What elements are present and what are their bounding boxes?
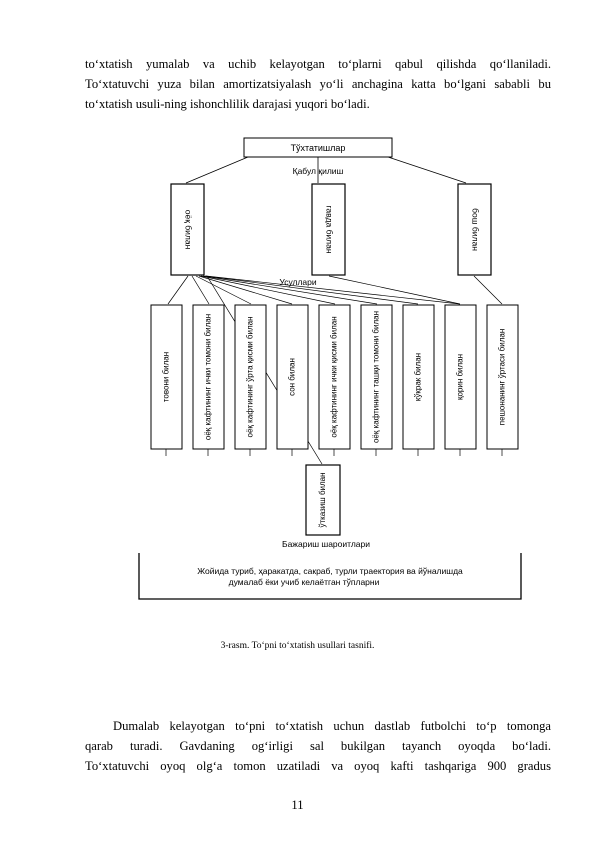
root-connectors [185, 156, 467, 184]
method-label: пешонанинг ўртаси билан [498, 329, 507, 426]
method-label: оёқ кафтининг ўрта қисми билан [246, 317, 255, 438]
text-line: qarab turadi. Gavdaning og‘irligi sal bu… [85, 739, 551, 753]
conditions-box [138, 553, 522, 600]
root-label: Тўхтатишлар [291, 143, 346, 153]
acceptance-label: Қабул қилиш [293, 166, 344, 176]
acceptance-label-foot: оёқ билан [183, 210, 193, 250]
method-box [486, 304, 519, 450]
extra-method-label: ўтказиш билан [318, 472, 327, 527]
acceptance-methods: оёқ билан гавда билан бош билан [170, 183, 492, 276]
method-label: сон билан [288, 358, 297, 396]
acceptance-box-foot [170, 183, 205, 276]
text-line: to‘xtatish yumalab va uchib kelayotgan t… [85, 57, 551, 71]
text-line: To‘xtatuvchi oyoq olg‘a tomon uzatiladi … [85, 759, 551, 773]
method-box [318, 304, 351, 450]
method-label: оёқ кафтининг ташқи томони билан [372, 311, 381, 443]
method-box [360, 304, 393, 450]
text-line: to‘xtatish usuli-ning ishonchlilik daraj… [85, 97, 370, 111]
top-paragraph: to‘xtatish yumalab va uchib kelayotgan t… [85, 54, 551, 114]
method-box [402, 304, 435, 450]
acceptance-box-body [311, 183, 346, 276]
method-box [234, 304, 267, 450]
conditions-text-line1: Жойида туриб, ҳаракатда, сакраб, турли т… [197, 566, 463, 576]
method-label: оёқ кафтининг ички қисми билан [330, 316, 339, 437]
method-label: қорин билан [456, 354, 465, 400]
method-box [444, 304, 477, 450]
method-stubs [165, 449, 503, 456]
method-label: товони билан [162, 352, 171, 402]
text-line: Dumalab kelayotgan to‘pni to‘xtatish uch… [113, 719, 551, 733]
acceptance-label-head: бош билан [470, 208, 480, 251]
methods: товони билан оёқ кафтининг ички томони б… [150, 304, 519, 450]
conditions-label: Бажариш шароитлари [282, 539, 370, 549]
acceptance-label-body: гавда билан [324, 205, 334, 253]
method-box [192, 304, 225, 450]
acceptance-box-head [457, 183, 492, 276]
method-connectors [167, 275, 503, 465]
method-box [276, 304, 309, 450]
method-label: кўкрак билан [414, 353, 423, 401]
conditions-text-line2: думалаб ёки учиб келаётган тўпларни [229, 577, 380, 587]
page-number: 11 [291, 798, 304, 812]
bottom-paragraph: Dumalab kelayotgan to‘pni to‘xtatish uch… [85, 716, 551, 776]
figure-caption: 3-rasm. To‘pni to‘xtatish usullari tasni… [220, 641, 375, 651]
method-label: оёқ кафтининг ички томони билан [204, 314, 213, 440]
method-box [150, 304, 183, 450]
text-line: To‘xtatuvchi yuza bilan amortizatsiyalas… [85, 77, 551, 91]
methods-label: Усуллари [279, 277, 317, 287]
extra-method-box [305, 464, 341, 536]
